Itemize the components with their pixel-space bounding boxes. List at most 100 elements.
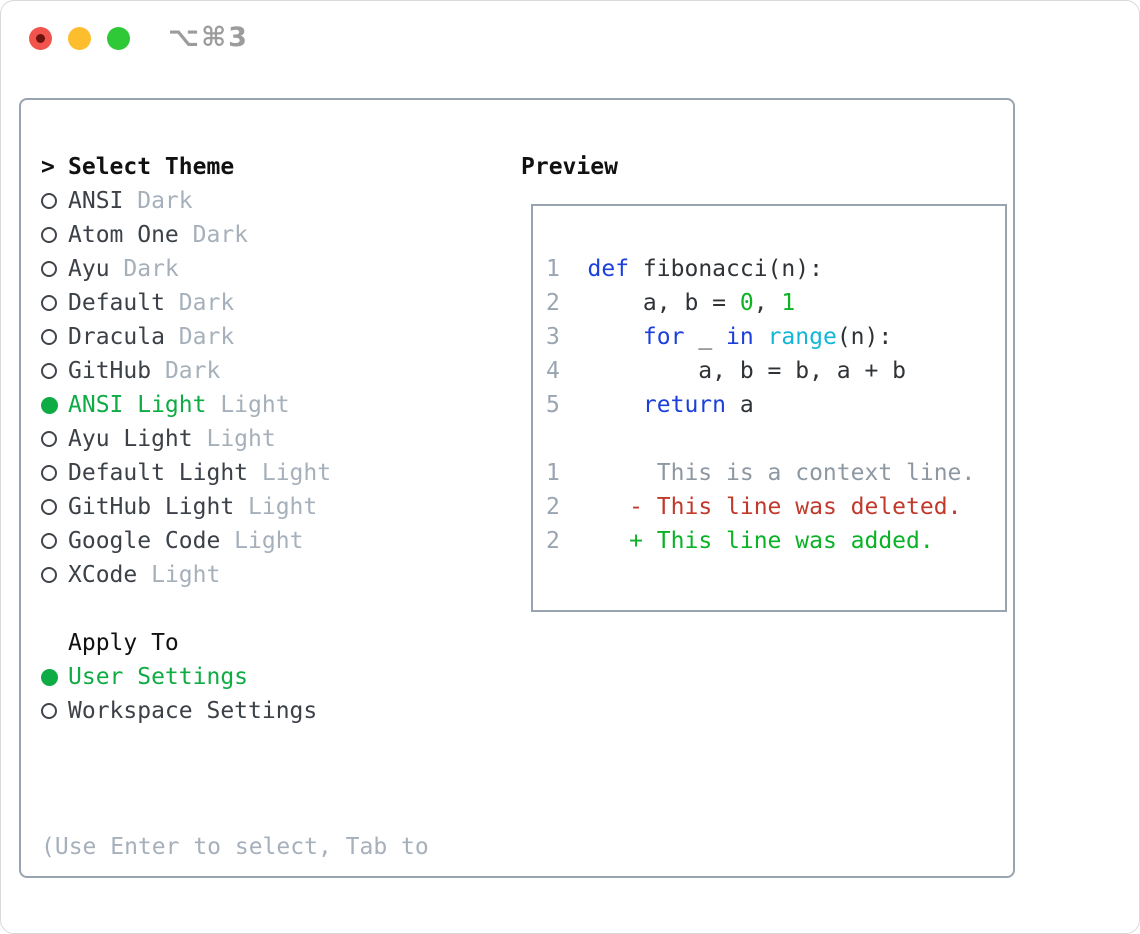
theme-name: Default [68, 290, 165, 316]
close-button[interactable] [29, 27, 52, 50]
theme-option-github-light[interactable]: GitHub Light Light [41, 490, 491, 524]
code-line: 5 return a [546, 388, 995, 422]
theme-variant: Light [234, 494, 318, 520]
theme-option-default-light[interactable]: Default Light Light [41, 456, 491, 490]
theme-option-default[interactable]: Default Dark [41, 286, 491, 320]
theme-variant: Dark [178, 222, 249, 248]
filled-circle-icon [41, 396, 58, 414]
code-line: 4 a, b = b, a + b [546, 354, 995, 388]
line-number: 2 [546, 528, 560, 554]
apply-option-label: User Settings [68, 664, 249, 690]
theme-name: Ayu [68, 256, 110, 282]
theme-name: GitHub [68, 358, 152, 384]
theme-option-dracula[interactable]: Dracula Dark [41, 320, 491, 354]
radio-icon [41, 193, 68, 209]
radio-icon [41, 261, 68, 277]
line-number: 3 [546, 324, 560, 350]
select-theme-header: >Select Theme [41, 150, 491, 184]
focus-caret-icon: > [41, 154, 55, 180]
radio-icon [41, 363, 68, 379]
theme-variant: Light [206, 392, 290, 418]
theme-option-ansi-light[interactable]: ANSI Light Light [41, 388, 491, 422]
radio-icon [41, 567, 68, 583]
theme-variant: Dark [164, 324, 235, 350]
radio-icon [41, 295, 68, 311]
theme-option-google-code[interactable]: Google Code Light [41, 524, 491, 558]
code-segment: def [587, 256, 630, 282]
hint-line-1: (Use Enter to select, Tab to [41, 834, 429, 860]
code-segment: return [642, 392, 727, 418]
code-segment: , [753, 290, 782, 316]
code-line [546, 422, 995, 456]
theme-option-ansi[interactable]: ANSI Dark [41, 184, 491, 218]
window-title: ⌥⌘3 [168, 22, 249, 53]
radio-selected-icon [41, 668, 68, 686]
code-segment: a [726, 392, 754, 418]
empty-circle-icon [41, 703, 57, 719]
code-line: 1 This is a context line. [546, 456, 995, 490]
empty-circle-icon [41, 431, 57, 447]
empty-circle-icon [41, 465, 57, 481]
code-segment [588, 392, 643, 418]
radio-icon [41, 431, 68, 447]
radio-icon [41, 227, 68, 243]
radio-icon [41, 703, 68, 719]
empty-circle-icon [41, 567, 57, 583]
apply-option-workspace-settings[interactable]: Workspace Settings [41, 694, 491, 728]
code-line: 2 - This line was deleted. [546, 490, 995, 524]
code-segment: + This line was added. [629, 528, 934, 554]
theme-variant: Dark [164, 290, 235, 316]
empty-circle-icon [41, 193, 57, 209]
apply-option-label: Workspace Settings [68, 698, 318, 724]
radio-icon [41, 329, 68, 345]
empty-circle-icon [41, 227, 57, 243]
code-segment: for [642, 324, 685, 350]
theme-option-xcode[interactable]: XCode Light [41, 558, 491, 592]
theme-variant: Light [192, 426, 276, 452]
theme-variant: Light [137, 562, 221, 588]
zoom-button[interactable] [107, 27, 130, 50]
code-segment: 1 [781, 290, 796, 316]
traffic-lights [29, 27, 130, 50]
code-segment: in [726, 324, 754, 350]
theme-option-atom-one[interactable]: Atom One Dark [41, 218, 491, 252]
theme-option-github[interactable]: GitHub Dark [41, 354, 491, 388]
theme-name: ANSI [68, 188, 124, 214]
close-active-dot-icon [36, 34, 45, 43]
line-number: 4 [546, 358, 560, 384]
empty-circle-icon [41, 363, 57, 379]
theme-name: Default Light [68, 460, 249, 486]
code-segment [588, 528, 630, 554]
code-segment: a, b = b, a + b [587, 358, 907, 384]
theme-name: XCode [68, 562, 138, 588]
code-segment: _ [684, 324, 727, 350]
radio-icon [41, 533, 68, 549]
hint-text: (Use Enter to select, Tab to change focu… [41, 762, 491, 933]
theme-option-ayu[interactable]: Ayu Dark [41, 252, 491, 286]
empty-circle-icon [41, 499, 57, 515]
code-segment: a, b = [587, 290, 740, 316]
empty-circle-icon [41, 261, 57, 277]
theme-name: Atom One [68, 222, 179, 248]
titlebar: ⌥⌘3 [1, 1, 1139, 98]
code-segment: fibonacci(n): [629, 256, 823, 282]
minimize-button[interactable] [68, 27, 91, 50]
radio-icon [41, 465, 68, 481]
code-segment: This is a context line. [587, 460, 976, 486]
code-line: 2 + This line was added. [546, 524, 995, 558]
empty-circle-icon [41, 295, 57, 311]
empty-circle-icon [41, 533, 57, 549]
theme-variant: Dark [109, 256, 179, 282]
theme-variant: Light [220, 528, 304, 554]
apply-option-user-settings[interactable]: User Settings [41, 660, 491, 694]
theme-option-ayu-light[interactable]: Ayu Light Light [41, 422, 491, 456]
theme-name: Google Code [68, 528, 221, 554]
theme-name: Dracula [68, 324, 165, 350]
